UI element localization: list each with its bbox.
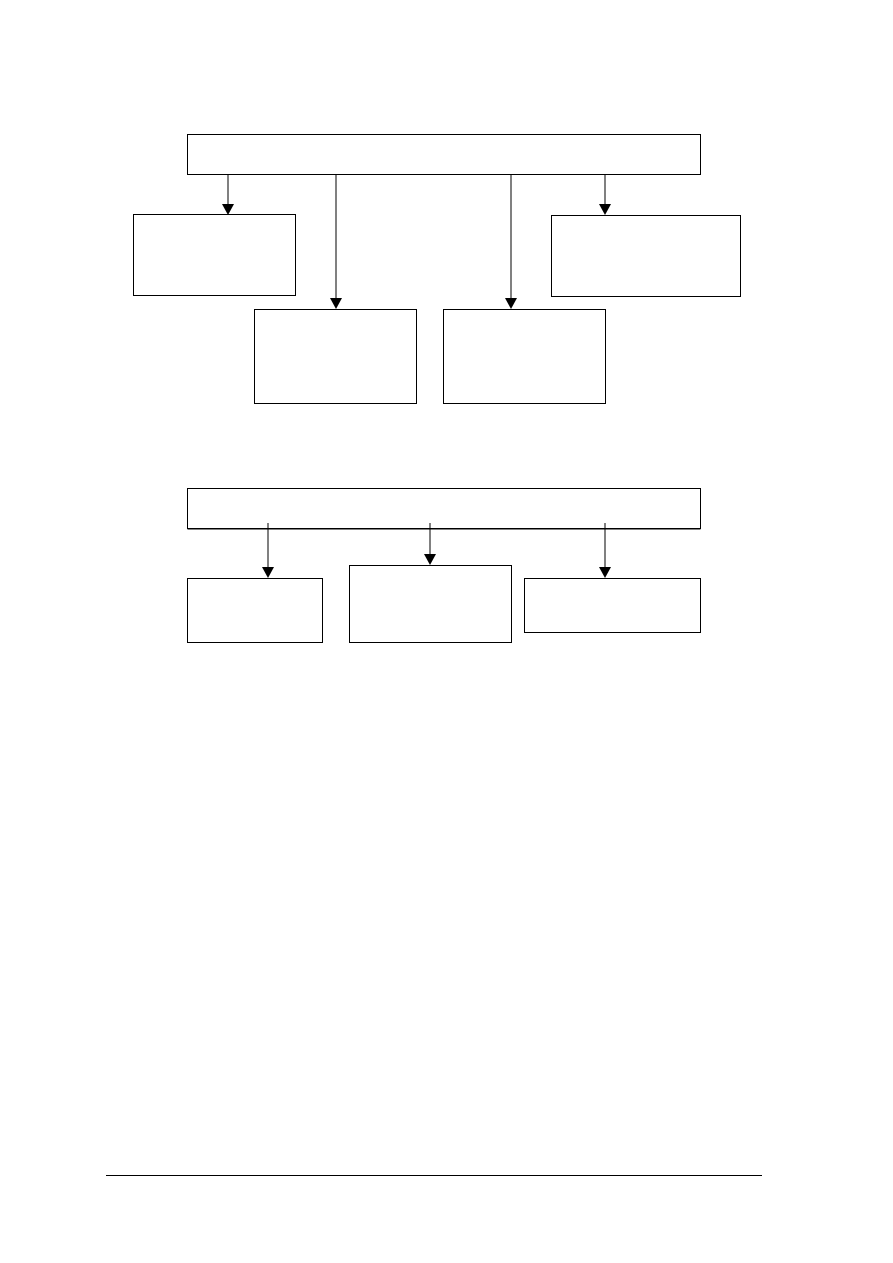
top-root-box: [187, 134, 701, 175]
top-child-box-3: [443, 309, 606, 404]
top-arrowhead-3: [505, 298, 517, 309]
bottom-child-box-1: [187, 578, 323, 643]
top-child-box-4: [551, 215, 741, 297]
top-chart: [133, 134, 741, 404]
top-child-box-1: [133, 214, 296, 296]
bottom-arrowhead-3: [599, 567, 611, 578]
top-arrowhead-2: [330, 298, 342, 309]
bottom-child-box-2: [349, 565, 512, 643]
top-child-box-2: [254, 309, 417, 404]
top-arrowhead-1: [222, 204, 234, 215]
top-arrowhead-4: [599, 204, 611, 215]
bottom-child-box-3: [524, 578, 701, 633]
bottom-root-box: [187, 488, 701, 529]
bottom-arrowhead-1: [262, 567, 274, 578]
bottom-arrowhead-2: [424, 554, 436, 565]
bottom-chart: [187, 488, 701, 643]
